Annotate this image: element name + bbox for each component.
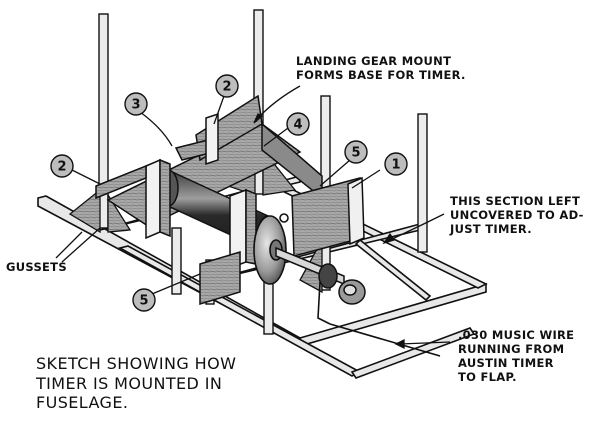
svg-text:2: 2 [57, 160, 66, 175]
timer-shaft [275, 246, 366, 305]
upright-5 [171, 227, 182, 295]
block-1 [291, 176, 365, 257]
label-gussets: GUSSETS [6, 260, 67, 274]
timer-disc [253, 213, 289, 285]
block-4 [229, 188, 257, 270]
cross-member-3 [354, 238, 432, 302]
part-callouts: 1 2 2 3 4 5 5 [50, 74, 408, 312]
music-wire [317, 281, 441, 357]
leaders [55, 85, 451, 350]
upright-4 [417, 113, 428, 253]
callout-1: 1 [384, 152, 408, 176]
svg-text:4: 4 [293, 118, 302, 133]
callout-3: 3 [124, 92, 148, 116]
svg-text:5: 5 [351, 146, 360, 161]
callout-2-top: 2 [215, 74, 239, 98]
svg-text:2: 2 [222, 80, 231, 95]
upright-1 [98, 13, 109, 229]
callout-2-left: 2 [50, 154, 74, 178]
label-section-left-uncovered: THIS SECTION LEFT UNCOVERED TO AD- JUST … [450, 194, 584, 236]
sketch-caption: SKETCH SHOWING HOW TIMER IS MOUNTED IN F… [36, 354, 237, 412]
svg-text:1: 1 [391, 158, 400, 173]
gusset-1 [68, 188, 101, 234]
svg-text:3: 3 [131, 98, 140, 113]
block-2-left [95, 158, 171, 240]
label-landing-gear-mount: LANDING GEAR MOUNT FORMS BASE FOR TIMER. [296, 54, 466, 82]
block-1-edge [347, 176, 365, 246]
knob-collar [318, 263, 338, 289]
callout-4: 4 [286, 112, 310, 136]
block-5-lower [199, 250, 241, 306]
callout-5-upper: 5 [344, 140, 368, 164]
callout-5-lower: 5 [132, 288, 156, 312]
svg-text:5: 5 [139, 294, 148, 309]
block-2-upper [205, 112, 219, 166]
label-music-wire: .030 MUSIC WIRE RUNNING FROM AUSTIN TIME… [458, 328, 575, 384]
